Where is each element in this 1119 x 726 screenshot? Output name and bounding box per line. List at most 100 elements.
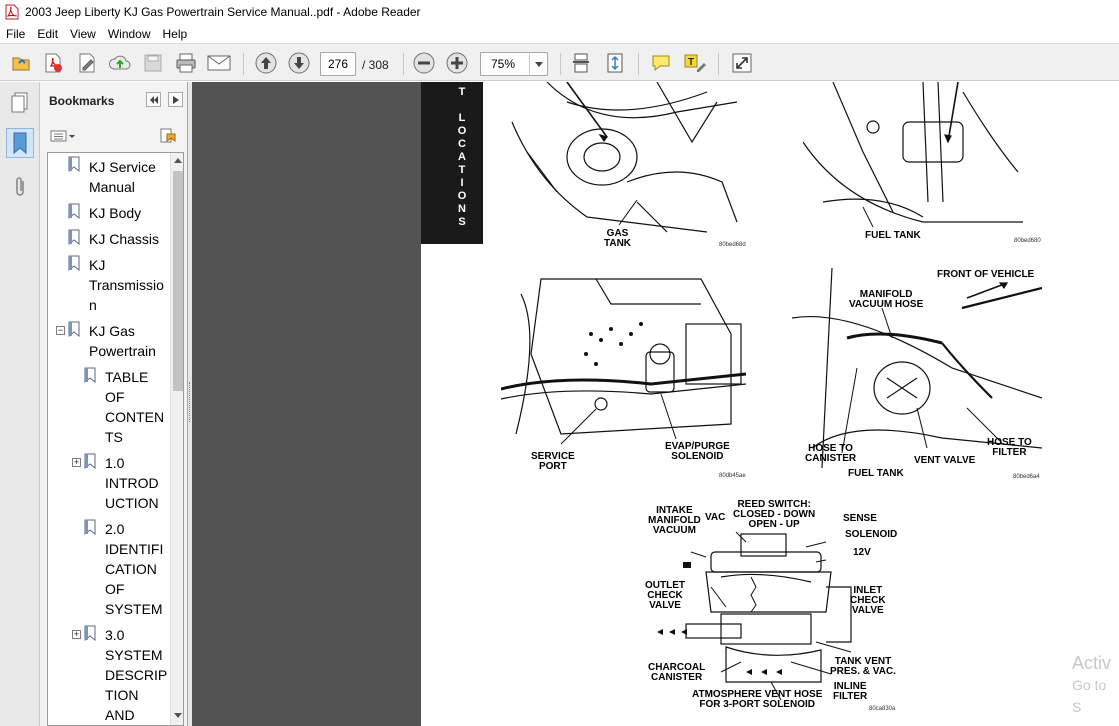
bookmarks-toolbar [40,122,188,150]
figure-vent-valve [792,268,1042,469]
figure-code: 80bed6a4 [1013,474,1040,480]
bookmark-identification-of-system[interactable]: 2.0 IDENTIFI CATION OF SYSTEM [105,521,164,617]
toolbar-separator [403,53,404,75]
bookmarks-panel: Bookmarks KJ Service Manual KJ Body KJ C… [40,82,188,726]
bookmark-table-of-contents[interactable]: TABLE OF CONTEN TS [105,369,165,445]
comment-icon[interactable] [648,50,674,76]
open-icon[interactable] [8,50,34,76]
print-icon[interactable] [173,50,199,76]
fit-page-icon[interactable] [602,50,628,76]
label-reed-switch: REED SWITCH: CLOSED - DOWN OPEN - UP [733,499,816,530]
figure-code: 80ca830a [869,706,896,712]
pdf-page: T LOCATIONS GAS TANK 80bed68d [421,82,1119,726]
bookmark-system-description[interactable]: 3.0 SYSTEM DESCRIP TION AND [105,627,168,723]
bookmark-icon [84,519,96,535]
navigation-pane-strip [0,82,40,726]
attachments-icon[interactable] [6,172,34,202]
document-viewer: T LOCATIONS GAS TANK 80bed68d [192,82,1119,726]
figure-leak-detection-pump [657,531,852,701]
svg-text:T: T [688,57,694,68]
collapse-panel-icon[interactable] [146,92,161,107]
label-hose-to-filter: HOSE TO FILTER [987,437,1032,458]
label-atmosphere-vent-hose: ATMOSPHERE VENT HOSE FOR 3-PORT SOLENOID [692,689,823,710]
toolbar-separator [718,53,719,75]
expand-toggle[interactable]: + [72,629,81,639]
label-intake-manifold-vacuum: INTAKE MANIFOLD VACUUM [648,505,701,536]
save-icon[interactable] [140,50,166,76]
watermark-line-2: Go to S [1072,677,1107,715]
menu-bar: File Edit View Window Help [0,24,1119,43]
highlight-icon[interactable]: T [682,50,708,76]
toolbar: 276 / 308 75% T [0,43,1119,81]
bookmark-kj-body[interactable]: KJ Body [89,205,142,221]
label-12v: 12V [853,547,871,558]
adobe-reader-icon [5,4,19,20]
arrow-down-icon[interactable] [286,50,312,76]
bookmark-icon [84,625,96,641]
chevron-down-icon[interactable] [529,53,547,75]
edit-pdf-icon[interactable] [74,50,100,76]
section-side-tab: T LOCATIONS [421,82,483,244]
watermark-line-1: Activ [1072,653,1112,673]
bookmark-kj-service-manual[interactable]: KJ Service Manual [89,159,156,195]
bookmark-icon [84,367,96,383]
page-total: / 308 [362,58,389,72]
collapse-toggle[interactable]: − [56,325,65,335]
menu-edit[interactable]: Edit [37,26,59,41]
label-front-of-vehicle: FRONT OF VEHICLE [937,269,1035,280]
label-solenoid: SOLENOID [845,529,898,540]
expand-icon[interactable] [729,50,755,76]
menu-view[interactable]: View [70,26,96,41]
label-charcoal-canister: CHARCOAL CANISTER [648,662,706,683]
scroll-up-icon[interactable] [174,157,182,163]
bookmark-icon [68,229,80,245]
options-icon[interactable] [50,130,76,145]
label-hose-to-canister: HOSE TO CANISTER [805,443,857,464]
label-outlet-check-valve: OUTLET CHECK VALVE [645,580,685,611]
menu-file[interactable]: File [6,26,26,41]
label-sense: SENSE [843,513,877,524]
arrow-up-icon[interactable] [253,50,279,76]
bookmark-icon [68,255,80,271]
window-title: 2003 Jeep Liberty KJ Gas Powertrain Serv… [25,5,421,19]
panel-splitter[interactable] [188,82,192,726]
toolbar-separator [560,53,561,75]
zoom-select[interactable]: 75% [480,52,548,76]
label-fuel-tank-1: FUEL TANK [865,230,921,241]
label-vent-valve: VENT VALVE [914,455,976,466]
create-pdf-icon[interactable] [40,50,66,76]
cloud-upload-icon[interactable] [107,50,133,76]
new-bookmark-icon[interactable] [159,128,177,147]
label-vac: VAC [705,512,726,523]
bookmarks-icon[interactable] [6,128,34,158]
bookmark-kj-chassis[interactable]: KJ Chassis [89,231,160,247]
toolbar-separator [638,53,639,75]
email-icon[interactable] [206,50,232,76]
expand-panel-icon[interactable] [168,92,183,107]
plus-icon[interactable] [444,50,470,76]
bookmarks-scrollbar[interactable] [170,153,183,725]
bookmarks-header: Bookmarks [40,82,188,120]
page-thumbnails-icon[interactable] [6,88,34,118]
label-fuel-tank-2: FUEL TANK [848,468,904,479]
label-manifold-vacuum-hose: MANIFOLD VACUUM HOSE [849,289,924,310]
bookmarks-tree: KJ Service Manual KJ Body KJ Chassis KJ … [47,152,184,726]
bookmarks-title: Bookmarks [49,94,115,108]
menu-help[interactable]: Help [162,26,188,41]
figure-code: 80db45ae [719,473,746,479]
menu-window[interactable]: Window [107,26,151,41]
bookmark-icon [84,453,96,469]
page-number-input[interactable]: 276 [320,52,356,76]
bookmark-icon [68,321,80,337]
scrollbar-thumb[interactable] [173,171,183,391]
expand-toggle[interactable]: + [72,457,81,467]
bookmark-kj-gas-powertrain[interactable]: KJ Gas Powertrain [89,323,156,359]
label-inline-filter: INLINE FILTER [833,681,868,702]
bookmark-introduction[interactable]: 1.0 INTROD UCTION [105,455,159,511]
label-evap-purge-solenoid: EVAP/PURGE SOLENOID [665,441,730,462]
label-gas-tank: GAS TANK [604,228,632,249]
scroll-down-icon[interactable] [174,713,182,719]
minus-icon[interactable] [411,50,437,76]
scrolling-mode-icon[interactable] [568,50,594,76]
bookmark-kj-transmission[interactable]: KJ Transmissio n [89,257,164,313]
